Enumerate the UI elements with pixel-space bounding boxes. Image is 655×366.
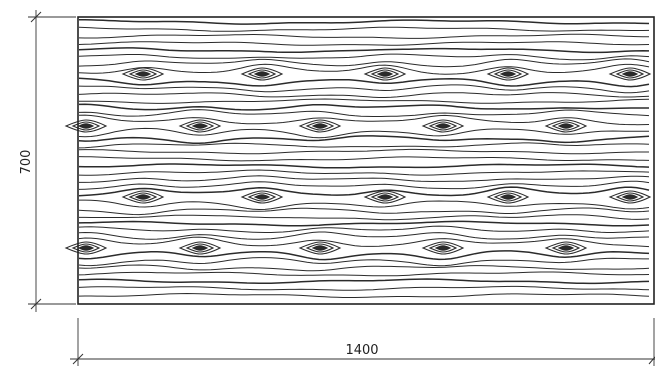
panel-outline <box>77 16 655 305</box>
wood-knot <box>77 245 95 251</box>
grain-line <box>78 109 650 117</box>
grain-line <box>78 156 650 162</box>
wood-knot <box>499 194 517 200</box>
wood-grain-pattern <box>64 19 652 298</box>
grain-line <box>78 63 650 75</box>
height-tick-bottom <box>30 298 42 310</box>
grain-line <box>78 236 650 248</box>
width-tick-right <box>648 356 655 365</box>
grain-line <box>78 47 650 54</box>
wood-knot <box>621 71 639 77</box>
wood-knot <box>191 123 209 129</box>
grain-line <box>78 114 650 126</box>
grain-line <box>78 127 649 139</box>
wood-knot <box>376 71 394 77</box>
grain-line <box>78 33 649 39</box>
width-dimension: 1400 <box>70 318 655 366</box>
grain-line <box>78 169 650 176</box>
grain-line <box>78 207 650 216</box>
grain-line <box>78 186 650 197</box>
grain-line <box>78 26 650 32</box>
width-label: 1400 <box>345 343 378 358</box>
wood-knot <box>134 194 152 200</box>
grain-line <box>78 257 649 267</box>
grain-line <box>78 135 650 145</box>
grain-line <box>78 292 650 298</box>
grain-line <box>78 53 650 61</box>
grain-line <box>78 225 650 233</box>
wood-knot <box>557 123 575 129</box>
grain-line <box>78 271 650 277</box>
grain-line <box>78 264 650 272</box>
grain-line <box>78 278 650 285</box>
width-tick-left <box>72 353 84 365</box>
grain-line <box>79 98 650 104</box>
height-label: 700 <box>19 150 34 175</box>
wood-knot <box>557 245 575 251</box>
wood-knot <box>434 123 452 129</box>
wood-knot <box>376 194 394 200</box>
wood-knot <box>621 194 639 200</box>
wood-knot <box>311 245 329 251</box>
grain-line <box>79 214 650 221</box>
wood-knot <box>311 123 329 129</box>
wood-knot <box>191 245 209 251</box>
height-dimension: 700 <box>19 10 76 312</box>
wood-knot <box>77 123 95 129</box>
grain-line <box>78 58 650 68</box>
grain-line <box>78 148 649 155</box>
wood-knot <box>499 71 517 77</box>
wood-knot <box>434 245 452 251</box>
grain-line <box>79 199 650 211</box>
wood-knot <box>134 71 152 77</box>
grain-line <box>78 77 650 88</box>
grain-line <box>78 84 650 94</box>
grain-line <box>78 220 650 227</box>
grain-line <box>78 180 650 190</box>
grain-line <box>78 231 650 240</box>
height-tick-top <box>30 11 42 23</box>
grain-line <box>78 163 650 169</box>
grain-line <box>79 19 650 25</box>
grain-line <box>78 250 650 261</box>
wood-knot <box>253 194 271 200</box>
wood-knot <box>253 71 271 77</box>
grain-line <box>79 175 650 183</box>
grain-line <box>78 103 649 111</box>
grain-line <box>78 92 650 98</box>
grain-line <box>78 142 650 149</box>
grain-line <box>78 285 650 291</box>
grain-line <box>78 41 650 46</box>
